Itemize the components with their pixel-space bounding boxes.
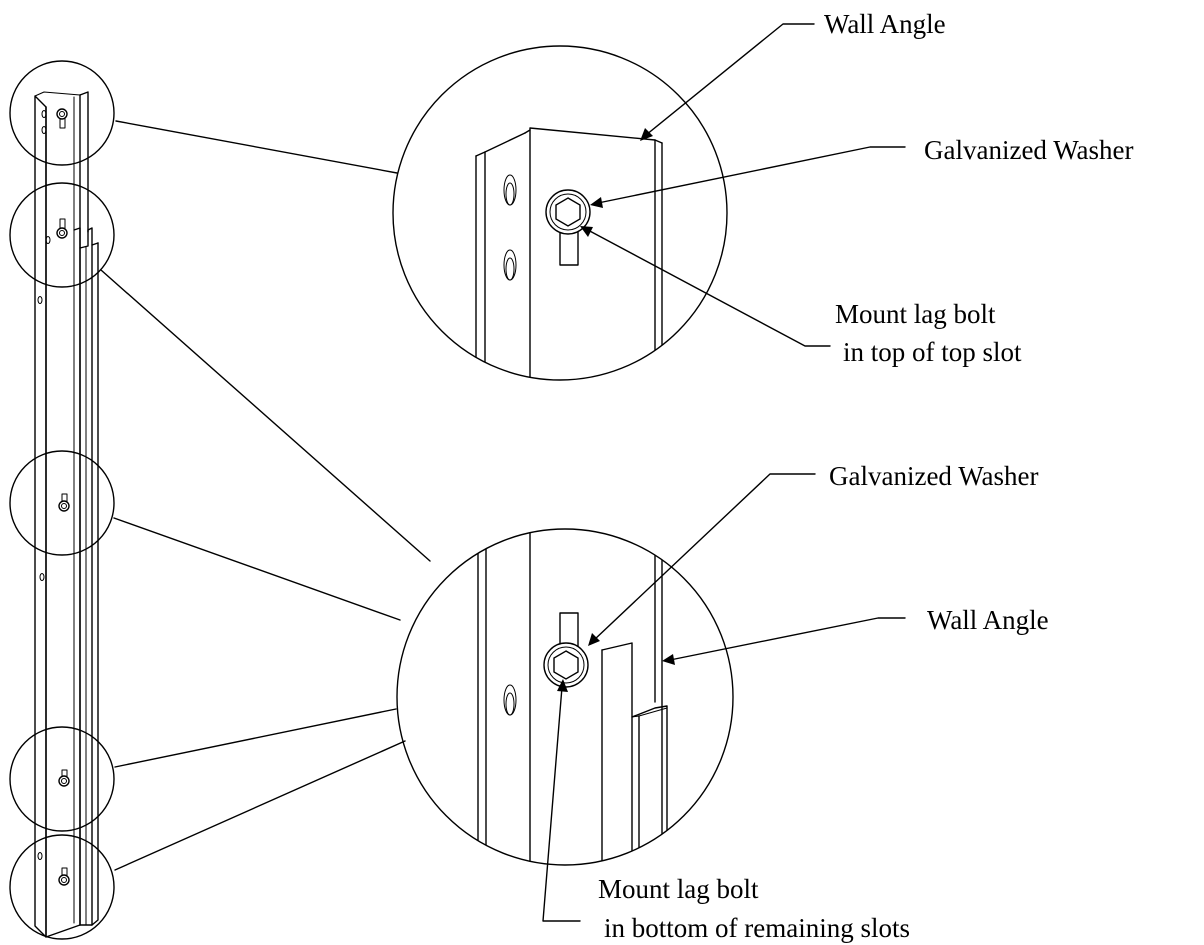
label-bottom-washer: Galvanized Washer [829, 461, 1039, 491]
detail-lower-flange [601, 649, 640, 865]
top-detail [392, 45, 728, 381]
label-top-mount-line2: in top of top slot [843, 337, 1022, 367]
callout-circle-top [9, 60, 115, 166]
callout-circle-middle [9, 450, 115, 556]
label-top-wall-angle: Wall Angle [824, 9, 946, 39]
washer-inner-ring [549, 193, 587, 231]
washer-icon [56, 108, 68, 120]
detail-face-right [654, 529, 663, 865]
detail-notch [601, 642, 668, 865]
wall-angle-front-flange [34, 95, 47, 938]
small-bolt-3 [58, 493, 70, 512]
leader-top-wall-angle [645, 23, 815, 136]
wall-angle-notch [73, 227, 99, 249]
label-bottom-mount-line2: in bottom of remaining slots [604, 913, 910, 943]
wall-angle-face [45, 94, 81, 938]
detail-notch-edge [631, 707, 668, 718]
leaders [542, 23, 906, 922]
flange-hole [39, 573, 45, 581]
leader-top-washer [597, 146, 906, 204]
hex-bolt-icon [555, 197, 581, 227]
detail-slot [559, 225, 579, 266]
washer-inner-ring [547, 646, 585, 684]
connector-lines [100, 120, 431, 871]
detail-flange [477, 529, 487, 865]
hex-bolt-icon [553, 650, 579, 680]
flange-hole [45, 236, 51, 244]
hex-bolt-icon [61, 877, 67, 883]
washer-icon [58, 500, 70, 512]
label-bottom-wall-angle: Wall Angle [927, 605, 1049, 635]
wall-angle-back-flange-top [79, 91, 89, 233]
small-bolt-5 [58, 867, 70, 886]
arrowhead [580, 226, 593, 237]
detail-top-edge [524, 127, 663, 144]
small-bolt-4 [58, 769, 70, 787]
hex-bolt-icon [59, 111, 65, 117]
connector-middle [113, 517, 401, 621]
detail-flange [475, 151, 486, 380]
hex-bolt-icon [61, 503, 67, 509]
connector-second [100, 269, 431, 562]
detail-hole-inner [505, 257, 515, 281]
connector-lower [114, 708, 397, 768]
callout-circle-second [9, 182, 115, 288]
arrowhead [590, 197, 603, 208]
leader-top-mount [585, 228, 831, 347]
callout-circle-lower [9, 726, 115, 832]
washer-icon [58, 775, 70, 787]
label-bottom-mount-line1: Mount lag bolt [598, 874, 759, 904]
detail-flange-top [475, 132, 526, 157]
bottom-detail [396, 528, 734, 866]
callout-circle-bottom [9, 834, 115, 940]
connector-bottom [114, 740, 406, 871]
flange-hole [41, 110, 47, 118]
wall-angle-top-edge [34, 91, 81, 97]
connector-top [115, 120, 398, 174]
washer-icon [58, 874, 70, 886]
detail-hole-inner [505, 692, 515, 716]
detail-circle-top [392, 45, 728, 381]
arrowhead [662, 654, 675, 665]
leader-bottom-wall-angle [669, 617, 906, 661]
detail-hole-inner [505, 182, 515, 206]
arrowhead [557, 679, 568, 692]
detail-circle-bottom [396, 528, 734, 866]
label-top-washer: Galvanized Washer [924, 135, 1134, 165]
detail-face-right [654, 139, 663, 380]
arrowhead [640, 128, 653, 141]
leader-bottom-washer [593, 473, 816, 641]
wall-angle-lower-flange [79, 242, 99, 926]
washer-icon [56, 227, 68, 239]
small-bolt-1 [56, 108, 68, 129]
arrowhead [588, 633, 600, 646]
label-top-mount-line1: Mount lag bolt [835, 299, 996, 329]
full-wall-angle [9, 60, 115, 940]
leader-bottom-mount [542, 686, 581, 922]
labels: Wall Angle Galvanized Washer Mount lag b… [598, 9, 1134, 943]
flange-hole [41, 126, 47, 134]
flange-hole [37, 296, 43, 304]
detail-slot [559, 612, 579, 651]
hex-bolt-icon [61, 778, 67, 784]
hex-bolt-icon [59, 230, 65, 236]
flange-hole [37, 852, 43, 860]
small-bolt-2 [56, 218, 68, 239]
